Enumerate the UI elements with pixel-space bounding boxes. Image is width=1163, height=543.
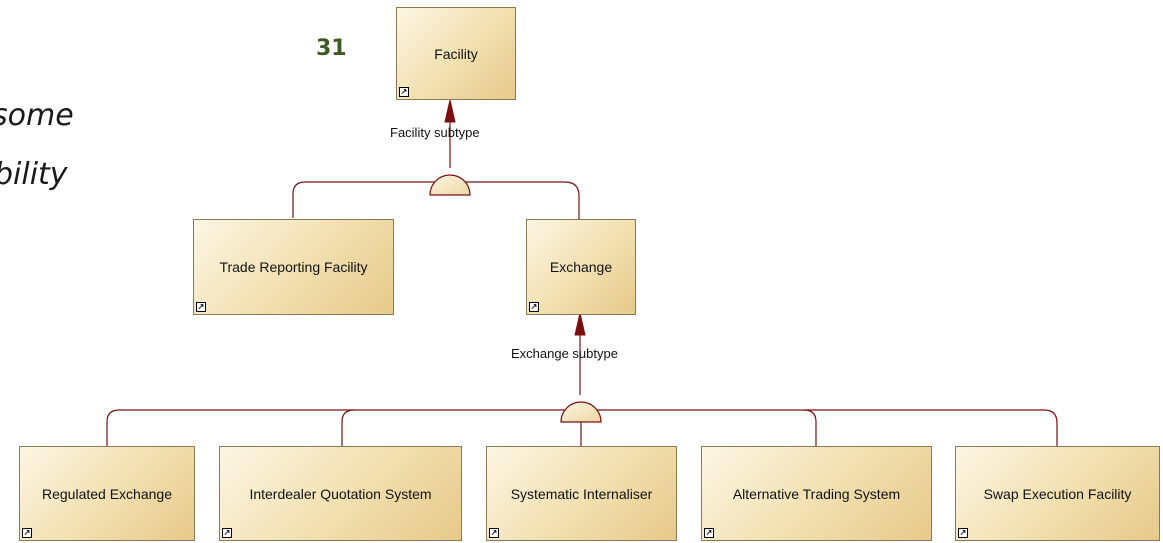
class-name: Exchange [549,259,613,275]
class-name: Facility [434,45,478,62]
class-box-regulated-exchange[interactable]: Regulated Exchange ↗ [19,446,195,541]
shortcut-icon: ↗ [529,302,539,312]
class-name: Trade Reporting Facility [219,259,368,275]
shortcut-icon: ↗ [22,528,32,538]
class-box-exchange[interactable]: Exchange ↗ [526,219,636,315]
exchange-subtype-leaf-ati [803,409,817,446]
shortcut-icon: ↗ [704,528,714,538]
exchange-subtype-symbol [560,401,602,423]
slide-text-line-1: some [0,98,74,133]
shortcut-icon: ↗ [196,302,206,312]
facility-arrow-head [444,99,456,123]
class-name: Alternative Trading System [732,485,901,502]
class-name: Systematic Internaliser [510,485,653,502]
class-box-swap-execution-facility[interactable]: Swap Execution Facility ↗ [955,446,1160,541]
class-box-systematic-internaliser[interactable]: Systematic Internaliser ↗ [486,446,677,541]
class-box-alternative-trading-system[interactable]: Alternative Trading System ↗ [701,446,932,541]
slide-text-line-2: bility [0,157,68,192]
shortcut-icon: ↗ [222,528,232,538]
class-name: Swap Execution Facility [983,485,1132,502]
exchange-subtype-label: Exchange subtype [511,346,618,361]
facility-subtype-label: Facility subtype [390,125,480,140]
exchange-arrow-head [574,312,586,336]
class-box-interdealer-quotation-system[interactable]: Interdealer Quotation System ↗ [219,446,462,541]
class-box-trade-reporting-facility[interactable]: Trade Reporting Facility ↗ [193,219,394,315]
slide-number: 31 [316,36,347,61]
class-name: Regulated Exchange [42,485,172,502]
shortcut-icon: ↗ [489,528,499,538]
facility-subtype-symbol [429,174,471,196]
class-name: Interdealer Quotation System [249,485,432,502]
exchange-subtype-leaf-ids [341,409,355,446]
shortcut-icon: ↗ [399,87,409,97]
class-box-facility[interactable]: Facility ↗ [396,7,516,100]
shortcut-icon: ↗ [958,528,968,538]
